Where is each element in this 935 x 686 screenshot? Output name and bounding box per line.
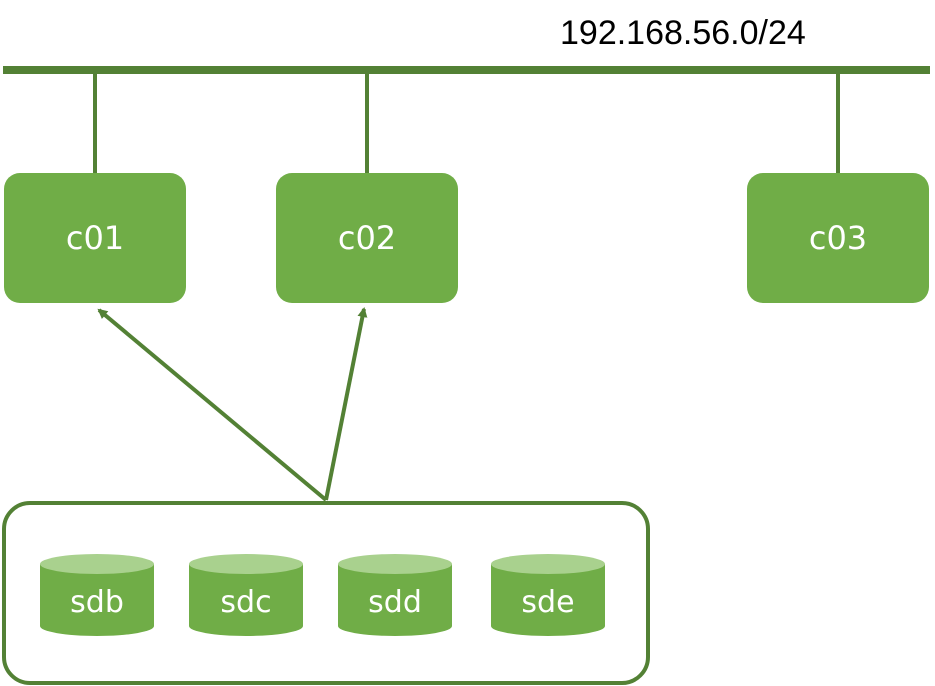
disk-sde — [491, 554, 605, 636]
storage-group-box — [2, 501, 650, 685]
arrow-to-c01 — [97, 308, 328, 502]
disk-sdb-label: sdb — [70, 585, 124, 620]
disk-sdb — [40, 554, 154, 636]
arrow-to-c02 — [324, 307, 368, 501]
node-c03-label: c03 — [808, 219, 868, 257]
node-c01: c01 — [4, 173, 186, 303]
node-c03: c03 — [747, 173, 929, 303]
node-c02-label: c02 — [337, 219, 397, 257]
disk-sdc — [189, 554, 303, 636]
node-c02: c02 — [276, 173, 458, 303]
node-c01-label: c01 — [65, 219, 125, 257]
disk-sde-label: sde — [521, 585, 575, 620]
disk-sdc-label: sdc — [220, 585, 272, 620]
disk-sdd-label: sdd — [368, 585, 422, 620]
network-label: 192.168.56.0/24 — [560, 14, 806, 52]
disk-sdd — [338, 554, 452, 636]
